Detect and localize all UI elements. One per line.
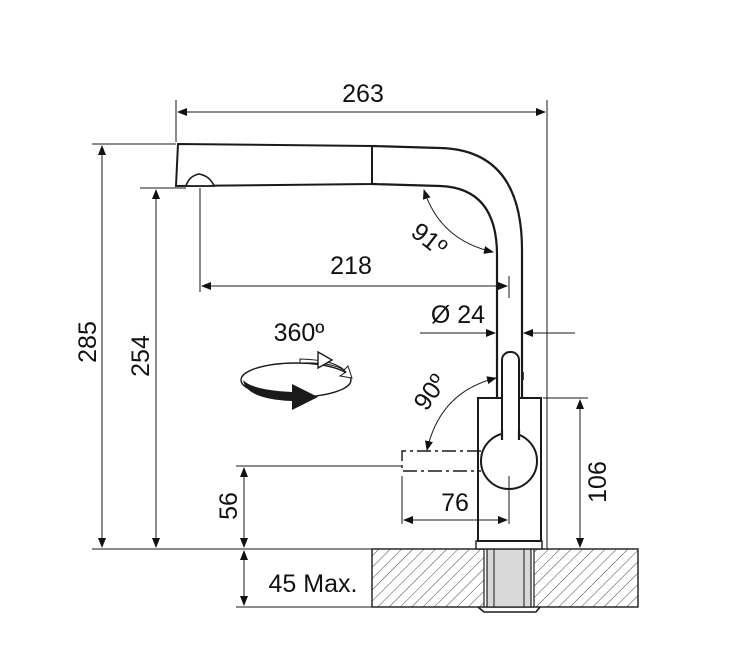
- overall-height-label: 285: [74, 321, 102, 363]
- lever-base-height-label: 56: [215, 492, 243, 520]
- lever-reach-label: 76: [441, 489, 469, 517]
- dimension-lines: [98, 108, 584, 606]
- countertop-thickness-label: 45 Max.: [269, 570, 358, 598]
- spout-reach-label: 218: [330, 252, 372, 280]
- body-diameter-label: Ø 24: [431, 301, 485, 329]
- overall-width-label: 263: [342, 80, 384, 108]
- lever-handle: [401, 351, 538, 490]
- rotation-360-icon: [240, 350, 353, 410]
- countertop: [371, 540, 639, 613]
- spout-height-label: 254: [127, 335, 155, 377]
- extension-lines: [92, 100, 588, 608]
- faucet-body: [174, 142, 542, 542]
- swivel-label: 360º: [274, 319, 325, 347]
- lever-height-label: 106: [584, 461, 612, 503]
- spout-angle-label: 91º: [406, 217, 452, 262]
